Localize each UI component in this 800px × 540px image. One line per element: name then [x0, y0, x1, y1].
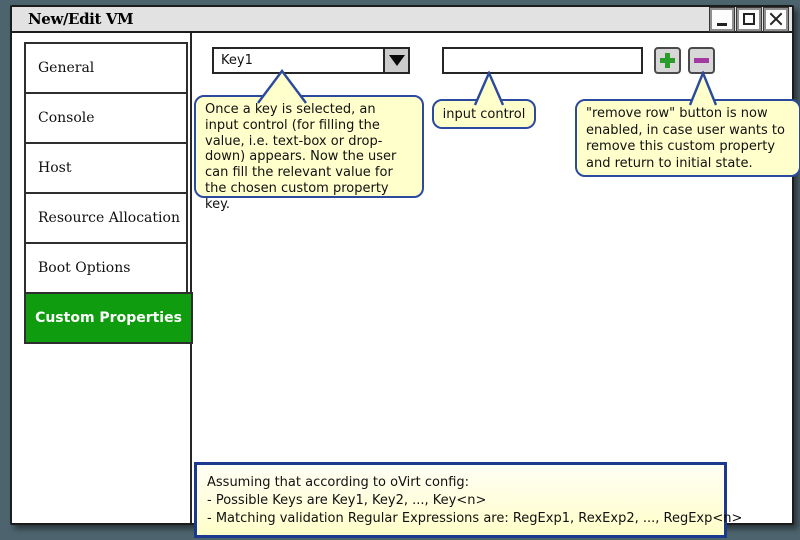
sidebar-item-console[interactable]: Console — [24, 92, 188, 144]
close-button[interactable] — [764, 7, 788, 31]
new-edit-vm-window: New/Edit VM General Console Host Resourc… — [10, 5, 800, 538]
window-controls — [710, 7, 788, 31]
note-line: - Possible Keys are Key1, Key2, ..., Key… — [207, 493, 487, 508]
callout-tail-remove-row — [688, 71, 718, 106]
key-dropdown[interactable]: Key1 — [212, 47, 410, 74]
callout-tail-input-control — [473, 71, 505, 106]
close-icon — [769, 12, 783, 26]
key-dropdown-value: Key1 — [221, 53, 253, 68]
maximize-icon — [743, 13, 755, 25]
sidebar-tab-list: General Console Host Resource Allocation… — [24, 42, 193, 344]
remove-row-button[interactable] — [688, 47, 715, 74]
sidebar-item-general[interactable]: General — [24, 42, 188, 94]
sidebar-content-divider — [190, 33, 192, 523]
ovirt-config-note: Assuming that according to oVirt config:… — [194, 462, 743, 538]
chevron-down-icon — [388, 55, 405, 66]
custom-property-value-input[interactable] — [442, 47, 643, 74]
add-row-button[interactable] — [654, 47, 681, 74]
minimize-icon — [717, 23, 727, 26]
sidebar-item-host[interactable]: Host — [24, 142, 188, 194]
window-title: New/Edit VM — [28, 10, 134, 28]
sidebar-item-resource-allocation[interactable]: Resource Allocation — [24, 192, 188, 244]
key-dropdown-arrow-button[interactable] — [383, 49, 408, 72]
callout-input-control-label: input control — [442, 106, 526, 122]
minimize-button[interactable] — [710, 7, 734, 31]
window-titlebar[interactable]: New/Edit VM — [12, 7, 792, 33]
sidebar-item-boot-options[interactable]: Boot Options — [24, 242, 188, 294]
minus-icon — [694, 58, 709, 63]
maximize-button[interactable] — [737, 7, 761, 31]
callout-key-selected: Once a key is selected, an input control… — [194, 95, 424, 212]
plus-icon — [665, 53, 670, 68]
sidebar-item-custom-properties[interactable]: Custom Properties — [24, 292, 193, 344]
callout-tail-key-selected — [257, 69, 307, 104]
callout-remove-row: "remove row" button is now enabled, in c… — [575, 99, 800, 177]
note-line: - Matching validation Regular Expression… — [207, 511, 743, 526]
note-line: Assuming that according to oVirt config: — [207, 475, 470, 490]
